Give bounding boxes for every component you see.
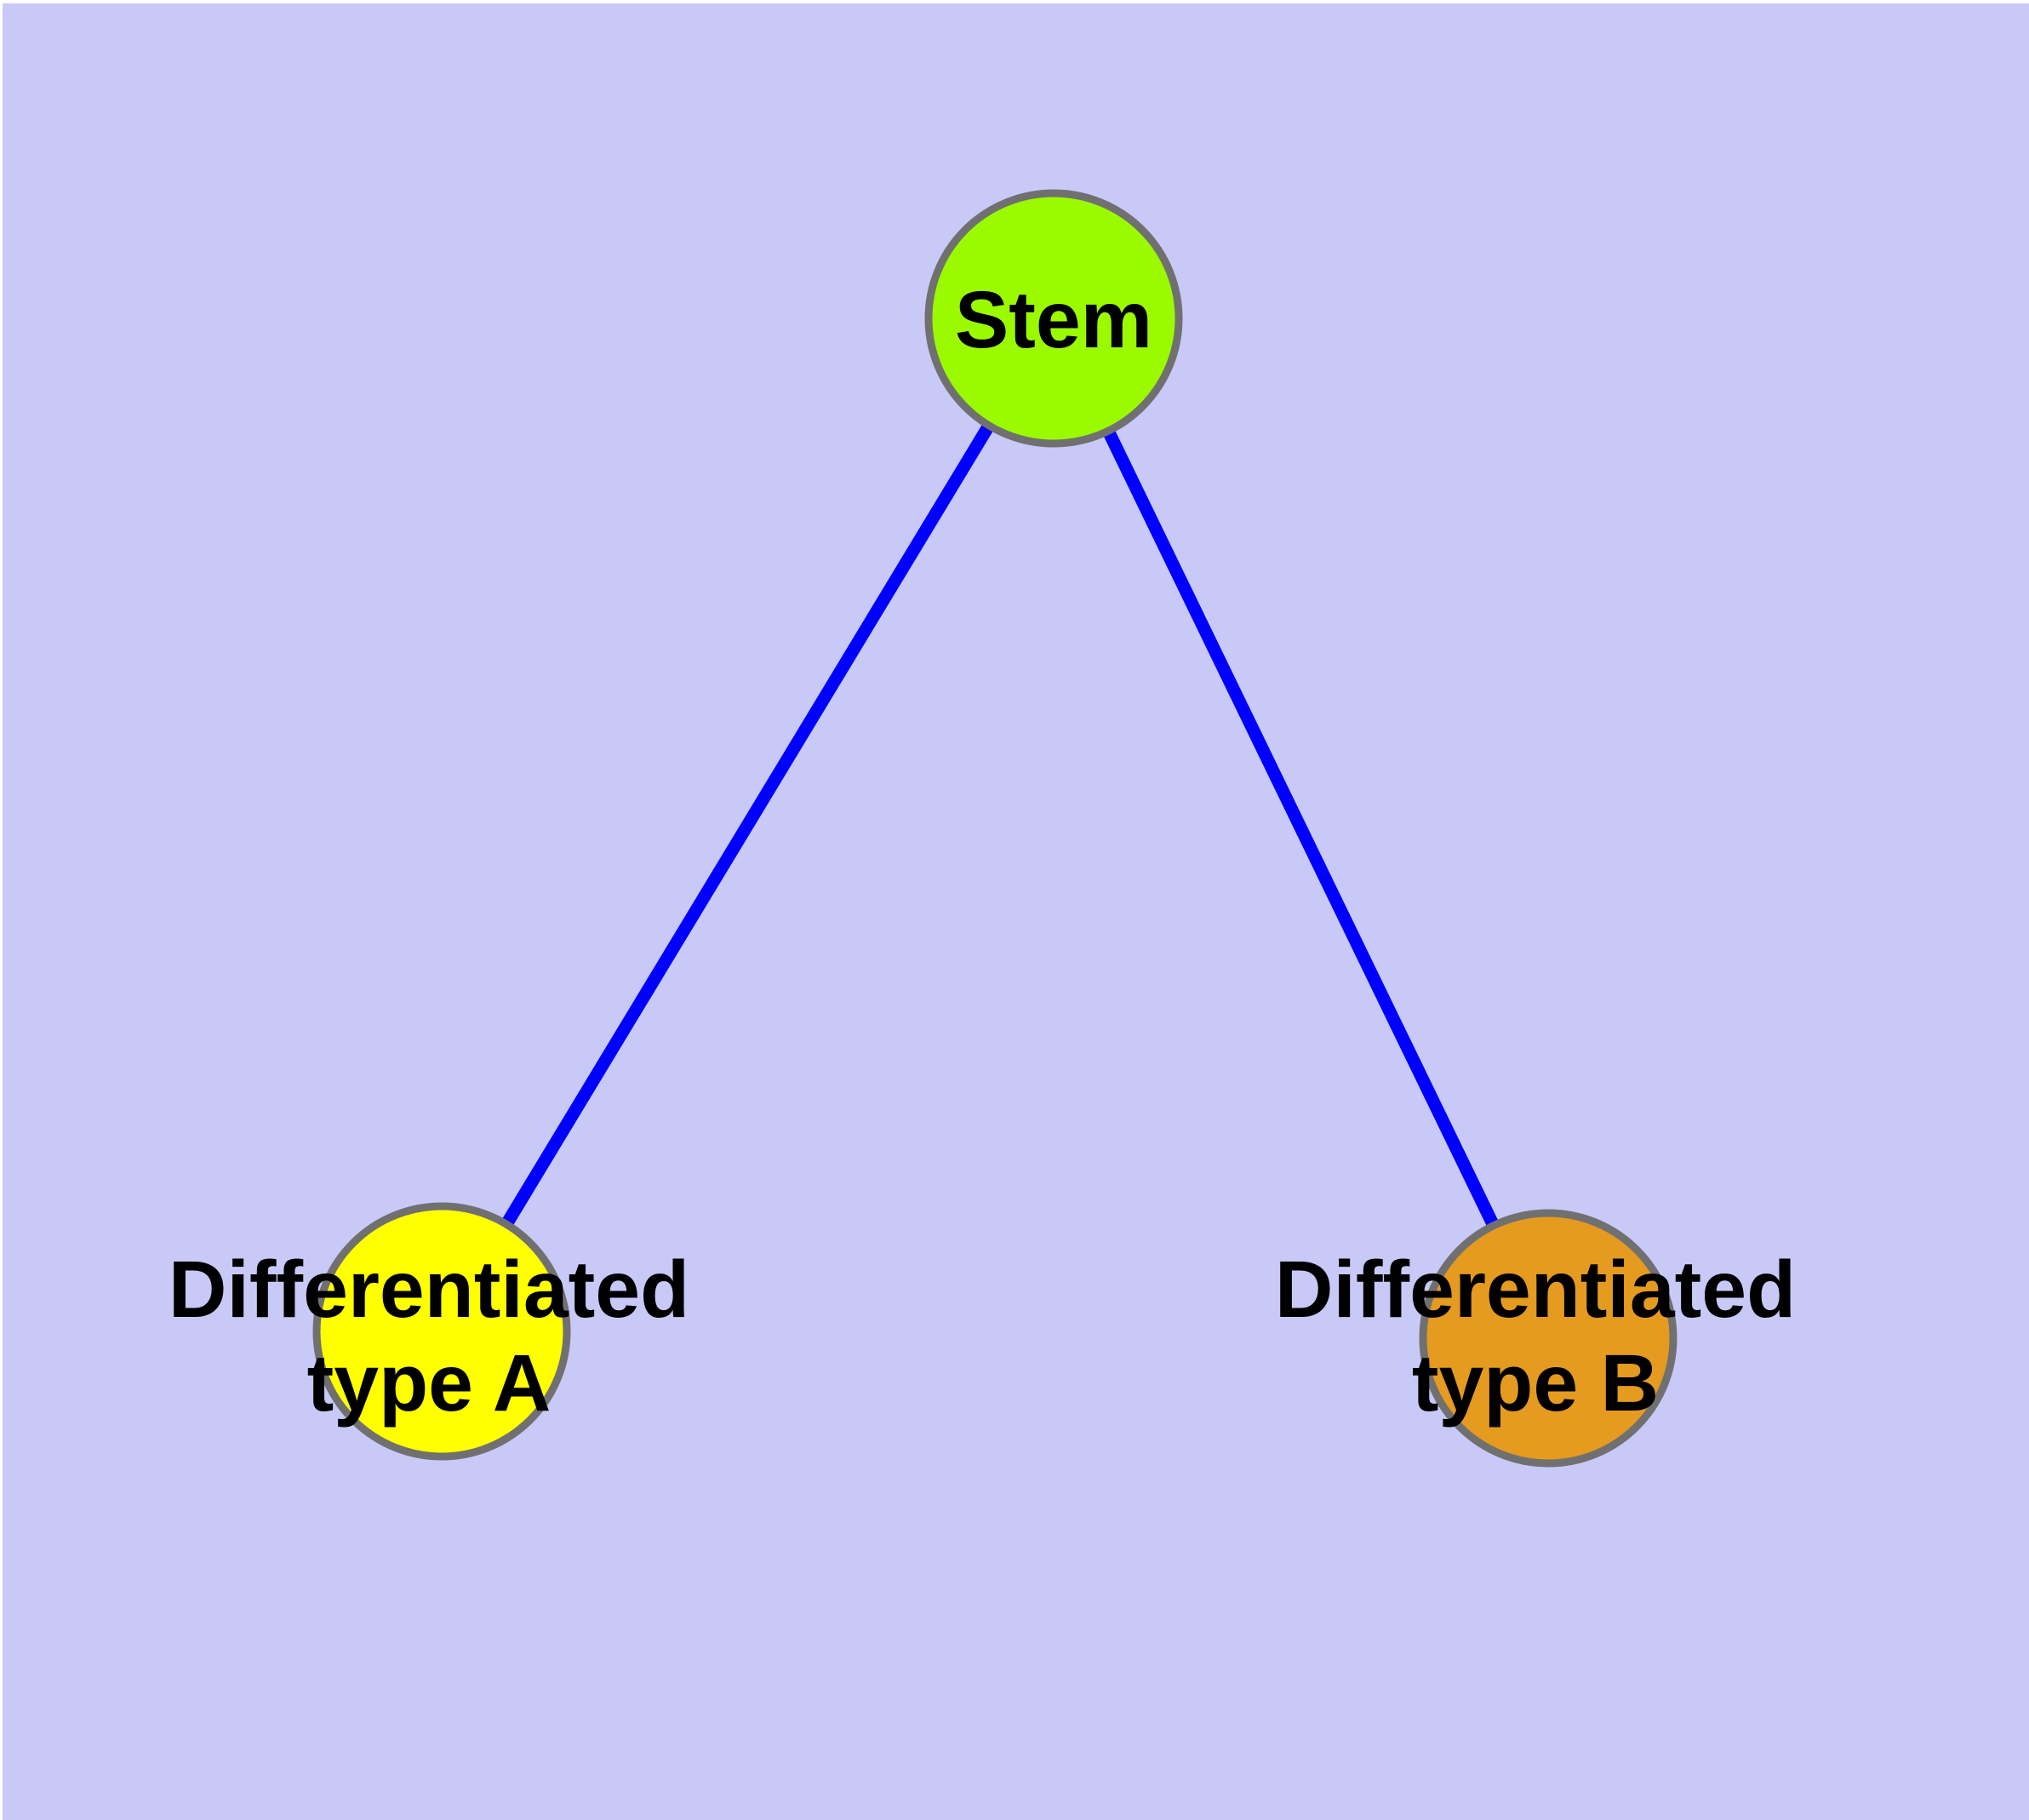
- node-stem: [924, 189, 1183, 448]
- node-differentiated-type-b: [1419, 1209, 1677, 1468]
- edge-stem-to-type-a: [436, 315, 1060, 1335]
- node-type-b-label-line1: Differentiated: [1275, 1245, 1796, 1335]
- edge-stem-to-type-b: [1048, 315, 1554, 1342]
- node-stem-label: Stem: [955, 275, 1152, 365]
- node-type-b-label-line2: type B: [1412, 1338, 1659, 1428]
- node-differentiated-type-a: [312, 1202, 571, 1461]
- node-type-a-label-line2: type A: [307, 1338, 552, 1428]
- node-type-a-label-line1: Differentiated: [169, 1245, 689, 1335]
